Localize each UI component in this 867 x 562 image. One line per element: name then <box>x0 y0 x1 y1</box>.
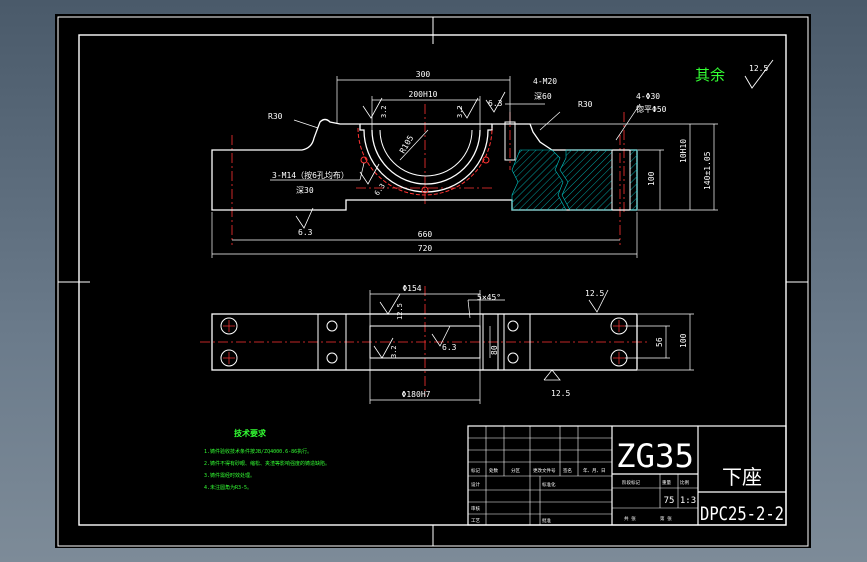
label-sheet: 第 张 <box>660 515 672 522</box>
section-hatch-left <box>511 149 567 211</box>
title-block: ZG35 下座 DPC25-2-2 75 1:3 标记 处数 分区 更改文件号 … <box>467 425 787 526</box>
surface-rest-label: 其余 <box>695 66 725 84</box>
bearing-bore-inner <box>379 129 473 177</box>
dim-d154: Φ154 <box>402 284 421 293</box>
dim-300: 300 <box>416 70 431 79</box>
rough-12-5-a: 12.5 <box>396 303 404 320</box>
label-qty: 处数 <box>489 467 498 474</box>
note-4-m20: 4-M20 <box>533 77 557 86</box>
tech-req-item: 3.铸件需经时效处理。 <box>204 472 255 479</box>
tech-req-item: 4.未注圆角为R3-5。 <box>204 484 252 491</box>
note-depth30: 深30 <box>296 186 314 195</box>
top-dimension-lines <box>369 290 694 404</box>
front-view: 300 200H10 660 720 R30 R30 R105 100 10H1… <box>211 59 774 258</box>
title-block-grid <box>468 426 786 525</box>
dim-top-100: 100 <box>679 333 688 348</box>
dim-720: 720 <box>418 244 433 253</box>
dim-r30-left: R30 <box>268 112 283 121</box>
dim-56: 56 <box>655 337 664 347</box>
rough-12-5-b: 12.5 <box>585 289 604 298</box>
drawing-sheet <box>55 14 811 548</box>
label-docno: 更改文件号 <box>533 467 556 474</box>
rough-12-5-c: 12.5 <box>551 389 570 398</box>
top-roughness-marks <box>373 289 609 381</box>
rough-6-3-a: 6.3 <box>488 99 503 108</box>
rough-3-2-a: 3.2 <box>380 105 388 118</box>
material-label: ZG35 <box>616 437 694 475</box>
dim-80: 80 <box>490 345 499 355</box>
bearing-bore-outer <box>371 129 481 185</box>
rough-6-3-top: 6.3 <box>442 343 457 352</box>
part-title: 下座 <box>722 465 762 489</box>
top-outline <box>211 313 638 371</box>
rough-3-2-b: 3.2 <box>456 105 464 118</box>
label-zone: 分区 <box>511 467 520 474</box>
rough-3-2-top: 3.2 <box>390 345 398 358</box>
top-center-lines <box>200 286 648 396</box>
tech-req-item: 1.铸件验收技术条件按JB/ZQ4000.6-86执行。 <box>204 448 312 455</box>
label-std: 标准化 <box>542 481 556 488</box>
label-design: 设计 <box>471 481 480 488</box>
technical-requirements: 技术要求 1.铸件验收技术条件按JB/ZQ4000.6-86执行。 2.铸件不得… <box>204 428 330 491</box>
dim-200h10: 200H10 <box>409 90 438 99</box>
section-hatch-middle <box>559 149 613 211</box>
title-block-labels: 标记 处数 分区 更改文件号 签名 年、月、日 设计 标准化 审核 工艺 批准 … <box>471 467 689 524</box>
label-mark: 标记 <box>471 467 480 474</box>
drawing-number: DPC25-2-2 <box>700 503 784 525</box>
bolt-hole-lines <box>504 121 631 210</box>
surface-rest-value: 12.5 <box>749 64 768 73</box>
note-3-m14: 3-M14（按6孔均布） <box>272 170 349 180</box>
dim-660: 660 <box>418 230 433 239</box>
note-4-d30: 4-Φ30 <box>636 92 660 101</box>
label-sign: 签名 <box>563 467 572 474</box>
dim-100: 100 <box>647 171 656 186</box>
dim-r30-right: R30 <box>578 100 593 109</box>
note-spotface: 锪平Φ50 <box>636 104 667 114</box>
top-inner-lines <box>317 314 531 370</box>
tech-req-item: 2.铸件不得有砂眼、缩松、夹渣等影响强度的铸造缺陷。 <box>204 460 330 467</box>
dim-140: 140±1.05 <box>703 151 712 190</box>
label-date: 年、月、日 <box>583 467 606 474</box>
dim-d180h7: Φ180H7 <box>402 390 431 399</box>
label-process: 工艺 <box>471 518 480 524</box>
tech-req-title: 技术要求 <box>234 428 267 438</box>
label-sheets: 共 张 <box>624 515 636 522</box>
dim-10h10: 10H10 <box>679 139 688 163</box>
label-stage: 阶段标记 <box>622 479 640 486</box>
rough-6-3-b: 6.3 <box>298 228 313 237</box>
note-depth60: 深60 <box>534 92 552 101</box>
top-view: Φ154 5×45° Φ180H7 80 56 100 12.5 12.5 12… <box>200 284 694 404</box>
section-hatch-right <box>629 149 638 211</box>
weight-value: 75 <box>664 496 675 506</box>
centering-marks <box>58 17 808 546</box>
label-check: 审核 <box>471 505 480 512</box>
surface-rest-symbol <box>744 59 774 89</box>
front-roughness-marks <box>295 91 506 229</box>
label-approve: 批准 <box>542 517 551 524</box>
label-scale: 比例 <box>680 479 689 486</box>
front-dimension-lines <box>211 76 718 258</box>
scale-value: 1:3 <box>680 496 696 506</box>
top-hole-centers <box>223 320 625 364</box>
dim-chamfer: 5×45° <box>477 293 501 302</box>
label-weight: 重量 <box>662 479 671 486</box>
